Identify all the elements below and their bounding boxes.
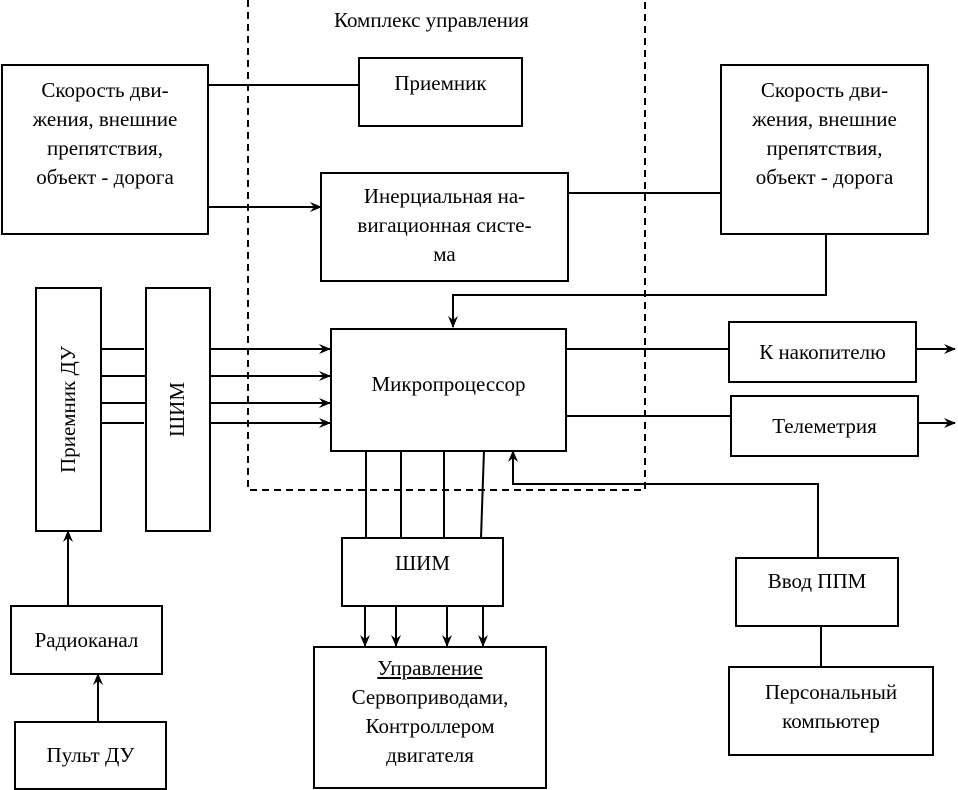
control-line-1: Сервоприводами,	[351, 685, 509, 709]
control-complex-label: Комплекс управления	[334, 8, 529, 32]
ppm-input-label: Ввод ППМ	[767, 569, 867, 593]
telemetry-block: Телеметрия	[730, 395, 919, 457]
control-block: Управление Сервоприводами, Контроллером …	[313, 646, 547, 789]
pc-block: Персональный компьютер	[728, 666, 934, 756]
control-line-2: Контроллером	[365, 714, 495, 738]
microprocessor-block: Микропроцессор	[330, 328, 567, 452]
ins-block: Инерциальная на- вигационная систе- ма	[320, 172, 569, 282]
ins-line-1: Инерциальная на-	[363, 184, 526, 208]
sensors-right-line-4: объект - дорога	[755, 165, 894, 189]
sensors-right-block: Скорость дви- жения, внешние препятствия…	[720, 64, 929, 235]
ins-line-3: ма	[433, 242, 456, 266]
pc-line-2: компьютер	[782, 709, 880, 733]
sensors-left-line-4: объект - дорога	[36, 165, 174, 189]
radio-channel-block: Радиоканал	[10, 605, 163, 675]
arrow-sensors-right-mp	[448, 233, 827, 328]
control-title: Управление	[377, 656, 483, 680]
sensors-right-line-2: жения, внешние	[752, 107, 897, 131]
ppm-input-block: Ввод ППМ	[735, 557, 899, 627]
storage-block: К накопителю	[728, 321, 917, 383]
pwm-left-block: ШИМ	[145, 287, 211, 532]
sensors-left-block: Скорость дви- жения, внешние препятствия…	[1, 64, 209, 235]
rc-console-block: Пульт ДУ	[14, 721, 167, 790]
control-line-3: двигателя	[386, 743, 474, 767]
receiver-label: Приемник	[394, 71, 487, 95]
control-complex-boundary	[247, 0, 646, 491]
pwm-left-label: ШИМ	[165, 381, 190, 438]
microprocessor-label: Микропроцессор	[371, 372, 526, 396]
pc-line-1: Персональный	[764, 680, 898, 704]
sensors-right-line-3: препятствия,	[766, 136, 883, 160]
sensors-left-line-1: Скорость дви-	[41, 78, 169, 102]
sensors-left-line-3: препятствия,	[47, 136, 163, 160]
receiver-block: Приемник	[358, 57, 523, 127]
rc-receiver-label: Приемник ДУ	[56, 346, 80, 473]
radio-channel-label: Радиоканал	[34, 627, 139, 652]
sensors-right-line-1: Скорость дви-	[760, 78, 889, 102]
telemetry-label: Телеметрия	[772, 413, 877, 438]
pwm-bottom-label: ШИМ	[394, 551, 451, 575]
ins-line-2: вигационная систе-	[357, 213, 532, 237]
arrow-ppm-mp	[508, 450, 819, 557]
rc-console-label: Пульт ДУ	[46, 743, 135, 767]
storage-label: К накопителю	[759, 339, 886, 364]
sensors-left-line-2: жения, внешние	[32, 107, 178, 131]
pwm-bottom-block: ШИМ	[341, 537, 504, 607]
rc-receiver-block: Приемник ДУ	[35, 287, 102, 532]
